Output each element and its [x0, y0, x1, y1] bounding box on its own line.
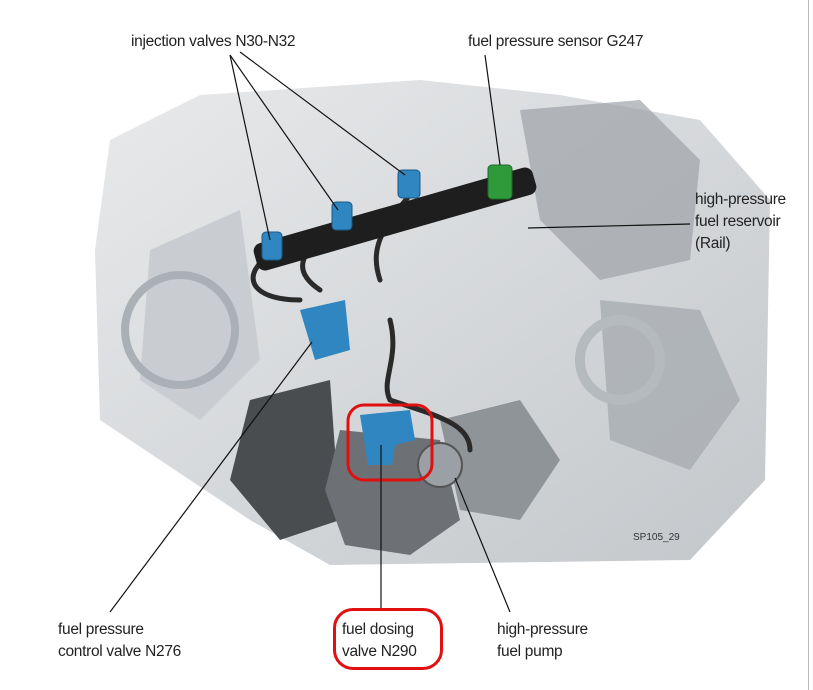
label-dosing-valve-line1: fuel dosing — [342, 621, 414, 638]
engine-block — [95, 80, 770, 565]
label-rail-line2: fuel reservoir — [695, 213, 781, 230]
label-control-valve-line2: control valve N276 — [58, 643, 181, 660]
fuel-rail — [253, 167, 537, 271]
dosing-valve-highlight — [346, 403, 434, 482]
label-fuel-pump-line2: fuel pump — [497, 643, 563, 660]
high-pressure-fuel-pump — [325, 430, 463, 555]
leader-lines — [109, 51, 691, 613]
label-rail: high-pressure fuel reservoir (Rail) — [695, 189, 786, 255]
fuel-dosing-valve — [360, 410, 415, 465]
label-fuel-pump-line1: high-pressure — [497, 621, 588, 638]
label-dosing-valve: fuel dosing valve N290 — [342, 619, 417, 663]
page-border — [808, 0, 809, 690]
label-rail-line3: (Rail) — [695, 235, 731, 252]
label-dosing-valve-line2: valve N290 — [342, 643, 417, 660]
label-injection-valves: injection valves N30-N32 — [131, 33, 296, 50]
figure-reference: SP105_29 — [633, 532, 680, 543]
fuel-pressure-control-valve — [300, 300, 350, 360]
fuel-pressure-sensor — [487, 164, 513, 200]
label-control-valve: fuel pressure control valve N276 — [58, 619, 181, 663]
label-rail-line1: high-pressure — [695, 191, 786, 208]
label-fuel-pressure-sensor: fuel pressure sensor G247 — [468, 33, 644, 50]
label-control-valve-line1: fuel pressure — [58, 621, 144, 638]
dosing-label-highlight — [333, 608, 443, 670]
label-fuel-pump: high-pressure fuel pump — [497, 619, 588, 663]
